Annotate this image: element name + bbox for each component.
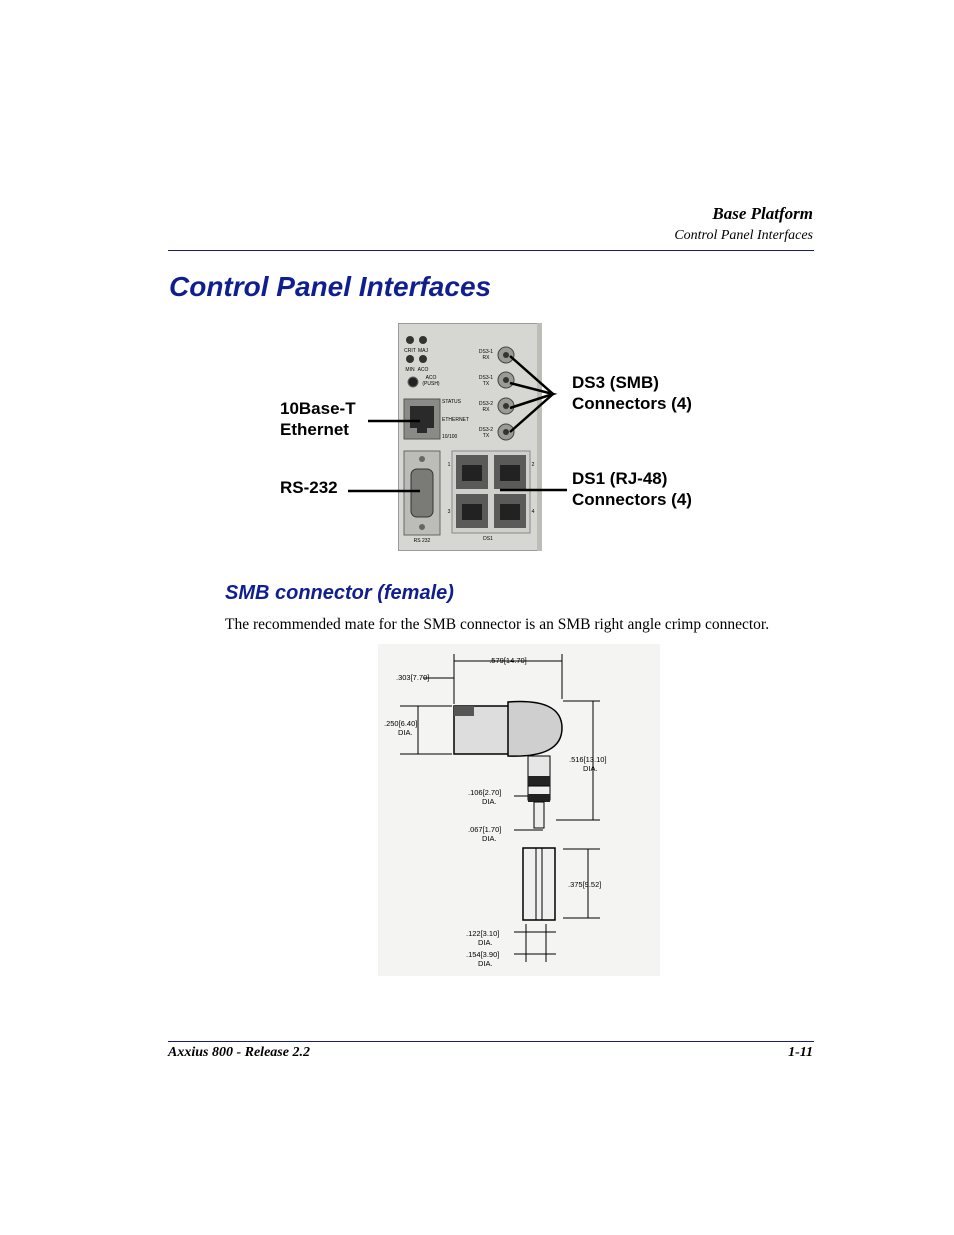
ds3-2-rx-label: DS3-2 <box>479 401 493 407</box>
port-1-label: 1 <box>448 462 451 468</box>
body-paragraph: The recommended mate for the SMB connect… <box>225 616 770 633</box>
port-3-label: 3 <box>448 509 451 515</box>
dim-154-label: .154[3.90] <box>466 950 499 959</box>
dim-303-label: .303[7.70] <box>396 673 429 682</box>
ethernet-callout: 10Base-T Ethernet <box>280 398 356 440</box>
dim-106-label: .106[2.70] <box>468 788 501 797</box>
speed-label: 10/100 <box>442 434 458 440</box>
footer-page-number: 1-11 <box>788 1045 813 1060</box>
crit-label: CRIT <box>404 348 416 354</box>
status-label: STATUS <box>442 399 462 405</box>
section-title: Control Panel Interfaces <box>169 271 492 302</box>
running-header-title: Base Platform <box>712 204 813 223</box>
min-label: MIN <box>405 367 415 373</box>
tx-label: TX <box>483 433 490 439</box>
dim-375-label: .375[9.52] <box>568 880 601 889</box>
rx-label: RX <box>483 407 491 413</box>
ds1-callout: DS1 (RJ-48) Connectors (4) <box>572 468 692 510</box>
aco-button-label: ACO <box>426 375 437 381</box>
ds3-1-tx-label: DS3-1 <box>479 375 493 381</box>
dim-122-label: .122[3.10] <box>466 929 499 938</box>
ethernet-label: ETHERNET <box>442 417 469 423</box>
ds3-callout-line1: DS3 (SMB) <box>572 373 659 392</box>
rx-label: RX <box>483 355 491 361</box>
rs232-panel-label: RS 232 <box>414 538 431 544</box>
ethernet-callout-line2: Ethernet <box>280 420 349 439</box>
dim-width-label: .579[14.70] <box>489 656 527 665</box>
subsection-title: SMB connector (female) <box>225 582 454 604</box>
dim-154-dia: DIA. <box>478 959 493 968</box>
ds1-panel-label: DS1 <box>483 536 493 542</box>
ethernet-callout-line1: 10Base-T <box>280 399 356 418</box>
ds3-callout-line2: Connectors (4) <box>572 394 692 413</box>
aco-label: ACO <box>418 367 429 373</box>
dim-122-dia: DIA. <box>478 938 493 947</box>
ds3-2-tx-label: DS3-2 <box>479 427 493 433</box>
maj-label: MAJ <box>418 348 429 354</box>
dim-250-dia: DIA. <box>398 728 413 737</box>
port-4-label: 4 <box>532 509 535 515</box>
smb-connector-drawing: .579[14.70] .303[7.70] .250[6.40] DIA. .… <box>378 644 660 976</box>
push-label: (PUSH) <box>422 381 440 387</box>
ds3-1-rx-label: DS3-1 <box>479 349 493 355</box>
aco-push-button-icon <box>407 376 419 388</box>
crit-led-icon <box>406 336 414 344</box>
dim-106-dia: DIA. <box>482 797 497 806</box>
min-led-icon <box>406 355 414 363</box>
dim-516-dia: DIA. <box>583 764 598 773</box>
footer-rule <box>168 1041 814 1042</box>
footer-doc-title: Axxius 800 - Release 2.2 <box>168 1045 310 1060</box>
dim-516-label: .516[13.10] <box>569 755 607 764</box>
tx-label: TX <box>483 381 490 387</box>
dim-250-label: .250[6.40] <box>384 719 417 728</box>
running-header-subtitle: Control Panel Interfaces <box>674 228 813 243</box>
port-2-label: 2 <box>532 462 535 468</box>
ds1-callout-line1: DS1 (RJ-48) <box>572 469 668 488</box>
header-rule <box>168 250 814 251</box>
aco-led-icon <box>419 355 427 363</box>
ds3-callout: DS3 (SMB) Connectors (4) <box>572 372 692 414</box>
ds1-callout-line2: Connectors (4) <box>572 490 692 509</box>
dim-067-label: .067[1.70] <box>468 825 501 834</box>
maj-led-icon <box>419 336 427 344</box>
dim-067-dia: DIA. <box>482 834 497 843</box>
rs232-callout: RS-232 <box>280 478 338 497</box>
crimp-sleeve-icon <box>522 847 556 921</box>
